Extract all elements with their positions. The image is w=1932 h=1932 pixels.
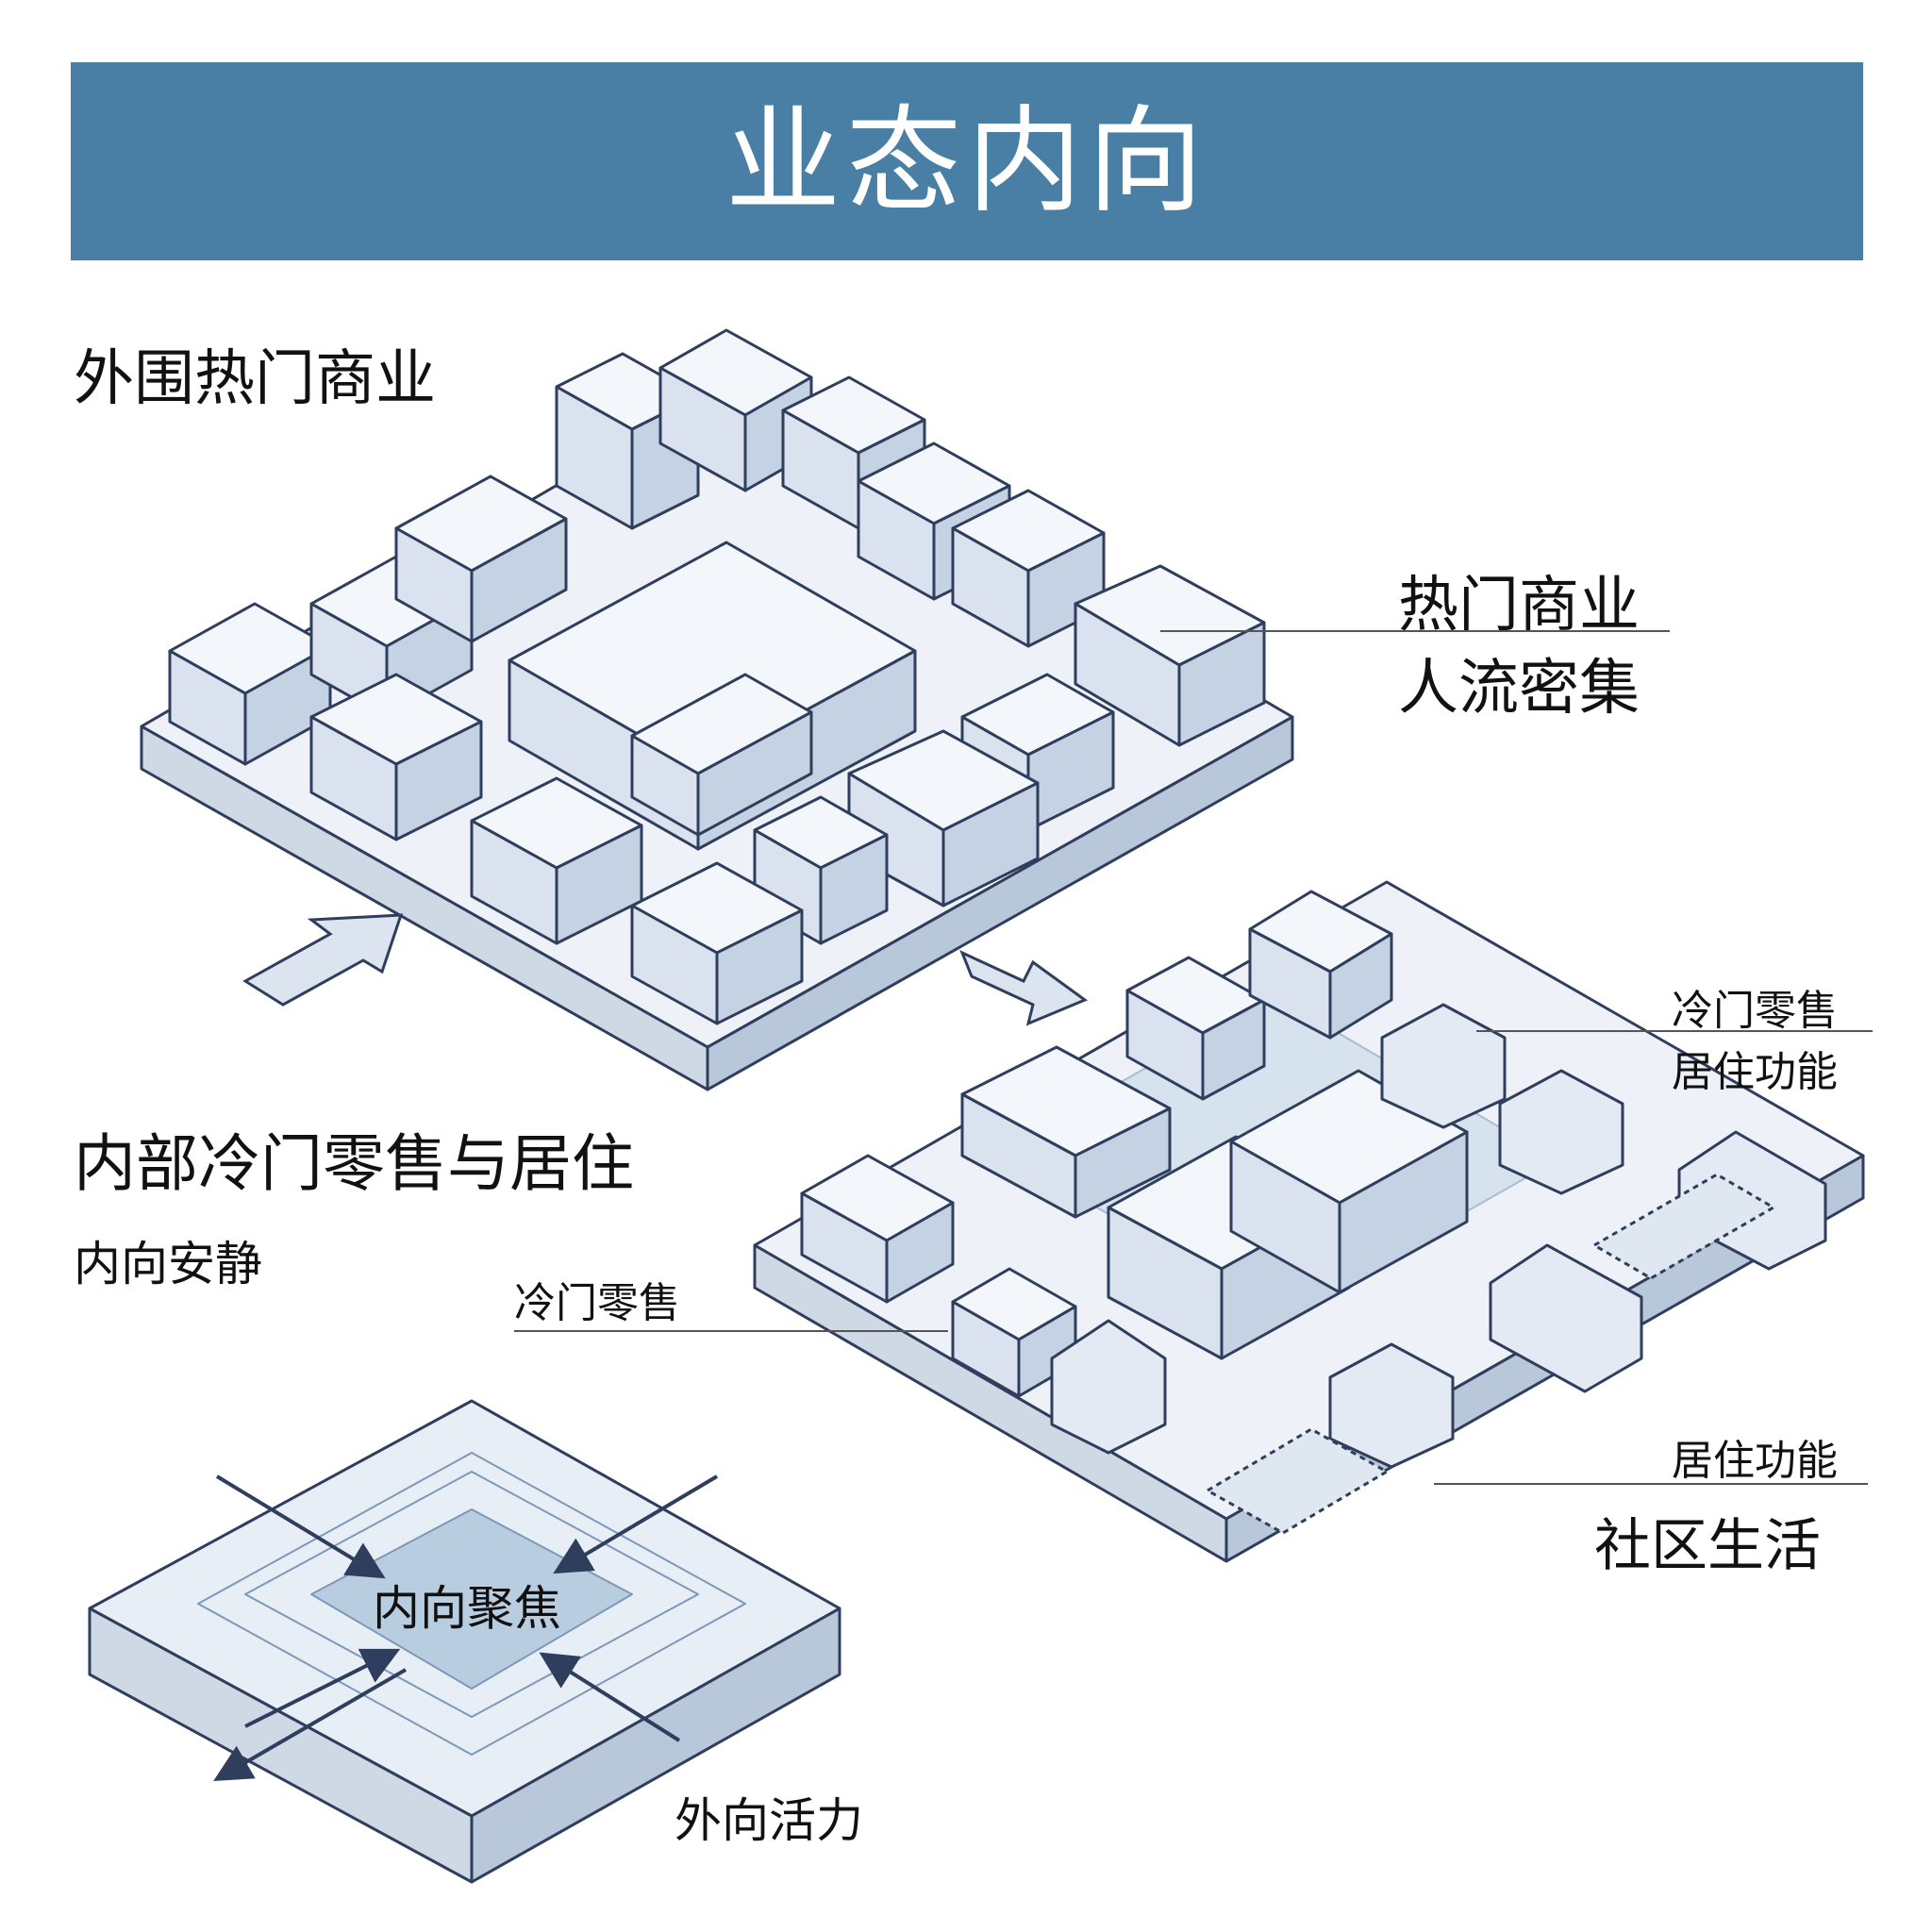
focus-core [310,1508,633,1690]
block1-base-right [706,715,1294,1091]
label-residential-bottom: 居住功能 [1672,1437,1838,1485]
label-outer-commercial: 外围热门商业 [74,344,436,414]
leader-line-cold-left [514,1330,948,1332]
commercial-block [140,328,1294,1091]
label-community-life: 社区生活 [1594,1513,1821,1579]
page-title: 业态内向 [725,94,1208,228]
inflow-arrow-icon [242,913,404,1007]
inward-focus-diagram [88,1399,841,1884]
residential-block [753,880,1865,1563]
leader-line-cold-top [1476,1030,1873,1032]
label-inner-quiet: 内向安静 [74,1237,262,1291]
inward-arrows-icon [215,1474,719,1742]
label-hot-commercial: 热门商业 [1398,571,1640,641]
central-building [508,541,917,851]
label-inward-focus: 内向聚焦 [373,1581,561,1636]
perimeter-buildings-left [168,328,813,766]
block3-base-right [470,1607,841,1884]
label-outward-vitality: 外向活力 [675,1793,863,1848]
title-banner: 业态内向 [71,62,1863,260]
transition-arrow-icon [959,950,1089,1026]
perimeter-buildings-right [309,375,1266,1025]
label-cold-retail-left: 冷门零售 [514,1279,680,1327]
leader-line-residential [1434,1483,1868,1485]
leader-line-hot [1160,630,1670,632]
label-crowd-dense: 人流密集 [1398,654,1640,724]
label-residential-top: 居住功能 [1672,1048,1838,1096]
label-cold-retail-top: 冷门零售 [1672,987,1838,1035]
label-inner-title: 内部冷门零售与居住 [74,1127,634,1200]
outward-arrow-icon [213,1668,408,1782]
